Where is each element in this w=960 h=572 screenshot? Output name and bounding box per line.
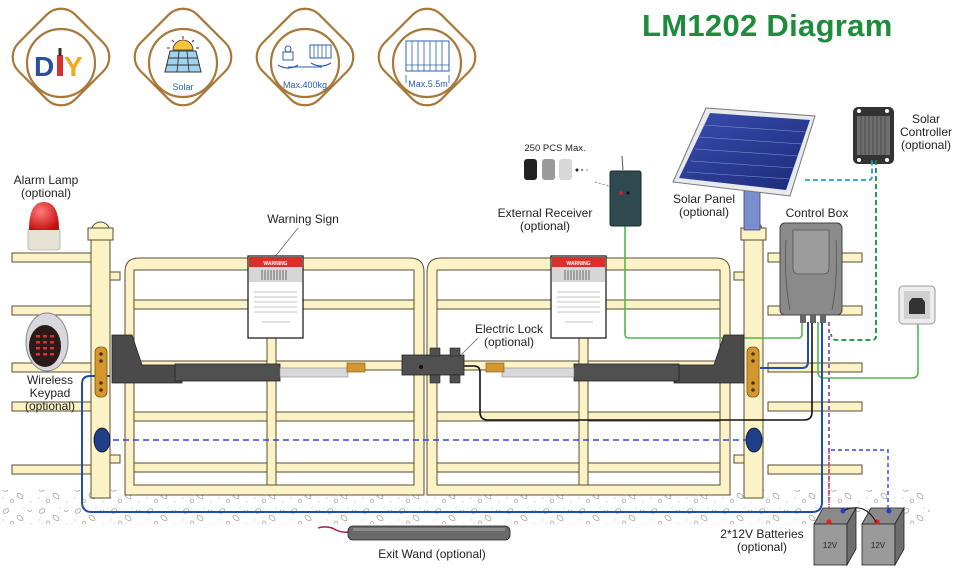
- solar-controller-title-2: Controller: [899, 125, 953, 139]
- svg-text:Y: Y: [64, 51, 83, 82]
- receiver-title: External Receiver: [497, 206, 593, 220]
- batteries-label: 2*12V Batteries (optional): [712, 528, 812, 554]
- wire-power-outlet: [817, 312, 919, 379]
- exit-wand-title: Exit Wand (optional): [378, 547, 486, 561]
- solar-panel-title: Solar Panel: [672, 192, 736, 206]
- actuator-left: [111, 334, 366, 384]
- warning-sign-right: WARNING: [550, 255, 607, 339]
- alarm-lamp-note: (optional): [20, 186, 72, 200]
- remotes-title: 250 PCS Max.: [524, 143, 586, 154]
- svg-text:12V: 12V: [823, 541, 838, 550]
- post-bracket-right: [746, 346, 760, 398]
- receiver-note: (optional): [519, 219, 571, 233]
- svg-text:WARNING: WARNING: [263, 261, 287, 267]
- alarm-lamp: [27, 202, 61, 251]
- photocell-left: [93, 427, 111, 453]
- wire-controller-to-control-box: [830, 160, 877, 341]
- badge-diy: D Y: [11, 7, 111, 107]
- warning-sign-left: WARNING: [247, 255, 304, 339]
- alarm-lamp-label: Alarm Lamp (optional): [6, 174, 86, 200]
- electric-lock-title: Electric Lock: [474, 322, 544, 336]
- post-bracket-left: [94, 346, 108, 398]
- warning-sign-title: Warning Sign: [267, 212, 339, 226]
- battery-1: 12V: [813, 506, 857, 567]
- keypad-title-2: Keypad: [29, 386, 71, 400]
- photocell-right: [745, 427, 763, 453]
- solar-panel-label: Solar Panel (optional): [664, 193, 744, 219]
- badge-weight-caption: Max.400kg: [282, 80, 328, 90]
- solar-panel-note: (optional): [678, 205, 730, 219]
- external-receiver: [609, 155, 642, 227]
- remote-controls: [524, 159, 588, 180]
- batteries-note: (optional): [736, 540, 788, 554]
- svg-text:12V: 12V: [871, 541, 886, 550]
- ground-gravel: [0, 490, 930, 524]
- warning-sign-label: Warning Sign: [258, 213, 348, 226]
- wire-electric-lock: [462, 322, 813, 421]
- badge-solar: [133, 7, 233, 107]
- wire-receiver-to-control-box: [624, 226, 803, 339]
- badge-max-width: [377, 7, 477, 107]
- wire-solar-panel-to-controller: [805, 160, 873, 181]
- alarm-lamp-title: Alarm Lamp: [13, 173, 79, 187]
- page-title: LM1202 Diagram: [642, 8, 893, 43]
- solar-controller-label: Solar Controller (optional): [895, 113, 957, 152]
- solar-controller: [853, 107, 894, 164]
- badge-solar-caption: Solar: [172, 82, 194, 92]
- svg-text:D: D: [34, 51, 54, 82]
- external-receiver-label: External Receiver (optional): [490, 207, 600, 233]
- wires: [81, 160, 919, 533]
- exit-wand: [347, 525, 511, 541]
- wire-right-actuator: [760, 322, 809, 369]
- electric-lock: [401, 347, 465, 384]
- actuator-right: [485, 334, 745, 384]
- keypad-note: (optional): [24, 399, 76, 413]
- electric-lock-note: (optional): [483, 335, 535, 349]
- wireless-keypad: [25, 312, 69, 372]
- remotes-label: 250 PCS Max.: [518, 142, 592, 155]
- solar-controller-note: (optional): [900, 138, 952, 152]
- power-outlet: [898, 285, 936, 325]
- control-box-label: Control Box: [779, 207, 855, 220]
- badge-max-weight: [255, 7, 355, 107]
- wire-battery-negative: [831, 449, 889, 510]
- solar-panel: [672, 107, 816, 231]
- wire-left-actuator: [81, 322, 823, 513]
- control-box-title: Control Box: [785, 206, 849, 220]
- control-box: [779, 222, 843, 323]
- svg-text:WARNING: WARNING: [566, 261, 590, 267]
- battery-2: 12V: [861, 506, 905, 567]
- electric-lock-label: Electric Lock (optional): [466, 323, 552, 349]
- wire-exit-wand: [317, 526, 351, 533]
- batteries-title: 2*12V Batteries: [720, 527, 804, 541]
- badge-width-caption: Max.5.5m: [408, 79, 448, 89]
- wireless-keypad-label: Wireless Keypad (optional): [12, 374, 88, 413]
- keypad-title-1: Wireless: [26, 373, 73, 387]
- exit-wand-label: Exit Wand (optional): [370, 548, 494, 561]
- battery-link-wire: [844, 507, 877, 523]
- solar-controller-title-1: Solar: [911, 112, 940, 126]
